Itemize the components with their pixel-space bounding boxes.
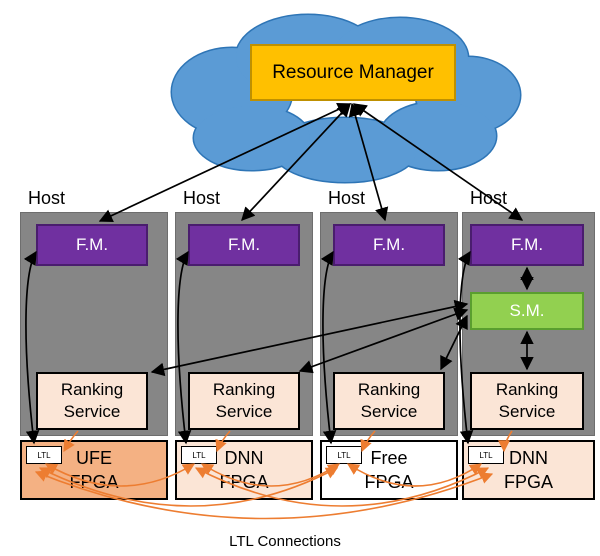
fpga-3-line1: Free (370, 447, 408, 468)
ltl-connections-label: LTL Connections (229, 533, 341, 550)
ranking-line2-3: Service (360, 402, 418, 421)
resource-manager-box: Resource Manager (250, 44, 456, 101)
fpga-2-line2: FPGA (219, 472, 269, 492)
fm-box-4: F.M. (470, 224, 584, 266)
fm-label-1: F.M. (75, 235, 109, 254)
host-1-label: Host (28, 188, 66, 208)
fm-box-2: F.M. (188, 224, 300, 266)
ranking-line1-4: Ranking (495, 379, 559, 399)
ranking-line2-1: Service (63, 402, 121, 421)
fm-box-1: F.M. (36, 224, 148, 266)
fpga-3-line2: FPGA (364, 472, 414, 492)
ranking-line1-1: Ranking (60, 379, 124, 399)
fm-box-3: F.M. (333, 224, 445, 266)
fpga-4-line1: DNN (508, 447, 548, 468)
fpga-4-line2: FPGA (503, 472, 553, 492)
ranking-line2-2: Service (215, 402, 273, 421)
ltl-tag-2: LTL (181, 446, 217, 464)
resource-manager-label: Resource Manager (272, 61, 434, 83)
host-4-label: Host (470, 188, 508, 208)
ltl-tag-4: LTL (468, 446, 504, 464)
host-2-label: Host (183, 188, 221, 208)
fpga-2-line1: DNN (224, 447, 264, 468)
ltl-tag-1: LTL (26, 446, 62, 464)
fpga-1-line1: UFE (75, 447, 112, 468)
ranking-line2-4: Service (498, 402, 556, 421)
fpga-1-line2: FPGA (69, 472, 119, 492)
fm-label-4: F.M. (510, 235, 544, 254)
ranking-line1-3: Ranking (357, 379, 421, 399)
sm-box: S.M. (470, 292, 584, 330)
host-3-label: Host (328, 188, 366, 208)
ltl-tag-3: LTL (326, 446, 362, 464)
fm-label-3: F.M. (372, 235, 406, 254)
ranking-line1-2: Ranking (212, 379, 276, 399)
sm-label: S.M. (509, 301, 545, 320)
fm-label-2: F.M. (227, 235, 261, 254)
